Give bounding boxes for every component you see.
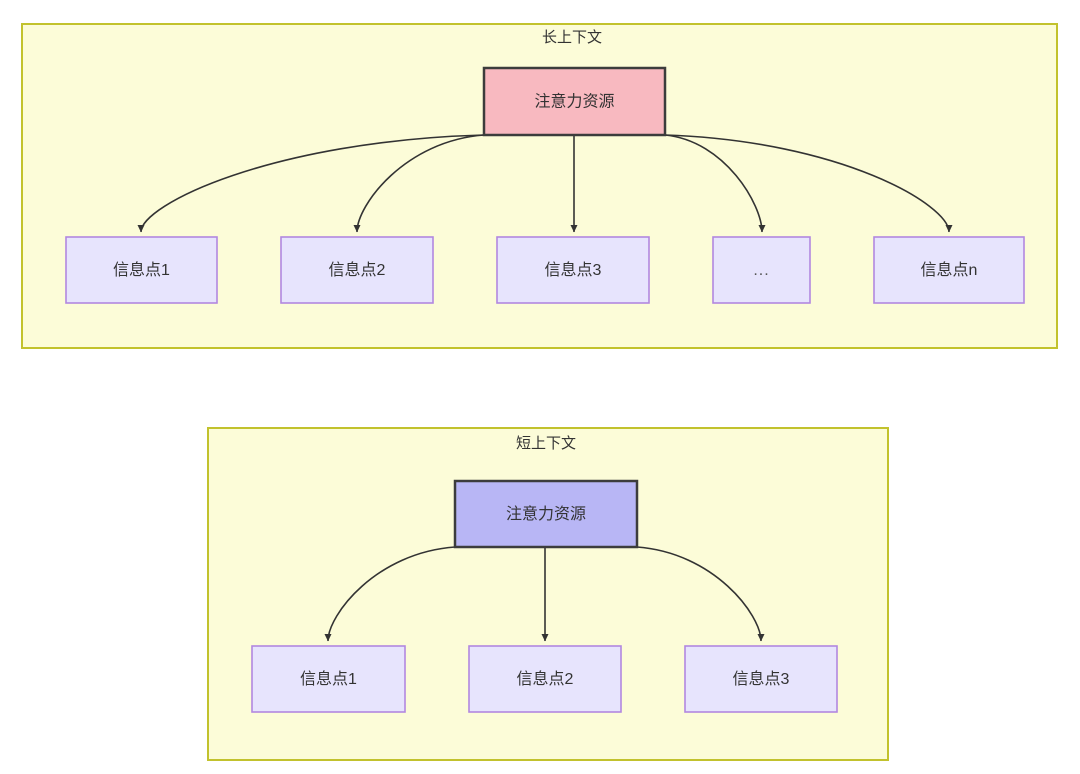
node-info-s3-label: 信息点3 [733,670,790,688]
node-info-s1-label: 信息点1 [300,670,357,688]
panel-title-long-context: 长上下文 [542,29,602,46]
node-info-s3[interactable] [684,645,838,713]
node-info-3-label: 信息点3 [545,261,602,279]
node-info-ellipsis-label: ... [753,262,769,279]
node-info-n[interactable] [873,236,1025,304]
node-info-1[interactable] [65,236,218,304]
edge-attention-short-to-info-s3 [636,546,765,642]
node-info-n-label: 信息点n [921,261,978,279]
node-info-s2[interactable] [468,645,622,713]
node-attention-short[interactable] [453,479,639,549]
node-info-1-label: 信息点1 [113,261,170,279]
node-info-s2-label: 信息点2 [517,670,574,688]
edge-attention-long-to-info-ellipsis [664,134,766,233]
panel-title-short-context: 短上下文 [516,435,576,452]
edges-layer [137,134,953,642]
edge-attention-long-to-info-2 [353,134,485,233]
edge-attention-long-to-info-1 [137,134,485,233]
edge-attention-long-to-info-n [664,134,953,233]
node-attention-long[interactable] [482,66,667,137]
node-attention-short-label: 注意力资源 [506,504,586,523]
edge-attention-short-to-info-s1 [324,546,456,642]
node-info-ellipsis[interactable] [712,236,811,304]
node-attention-long-label: 注意力资源 [534,92,614,111]
node-info-s1[interactable] [251,645,406,713]
node-info-3[interactable] [496,236,650,304]
node-info-2-label: 信息点2 [329,261,386,279]
node-info-2[interactable] [280,236,434,304]
